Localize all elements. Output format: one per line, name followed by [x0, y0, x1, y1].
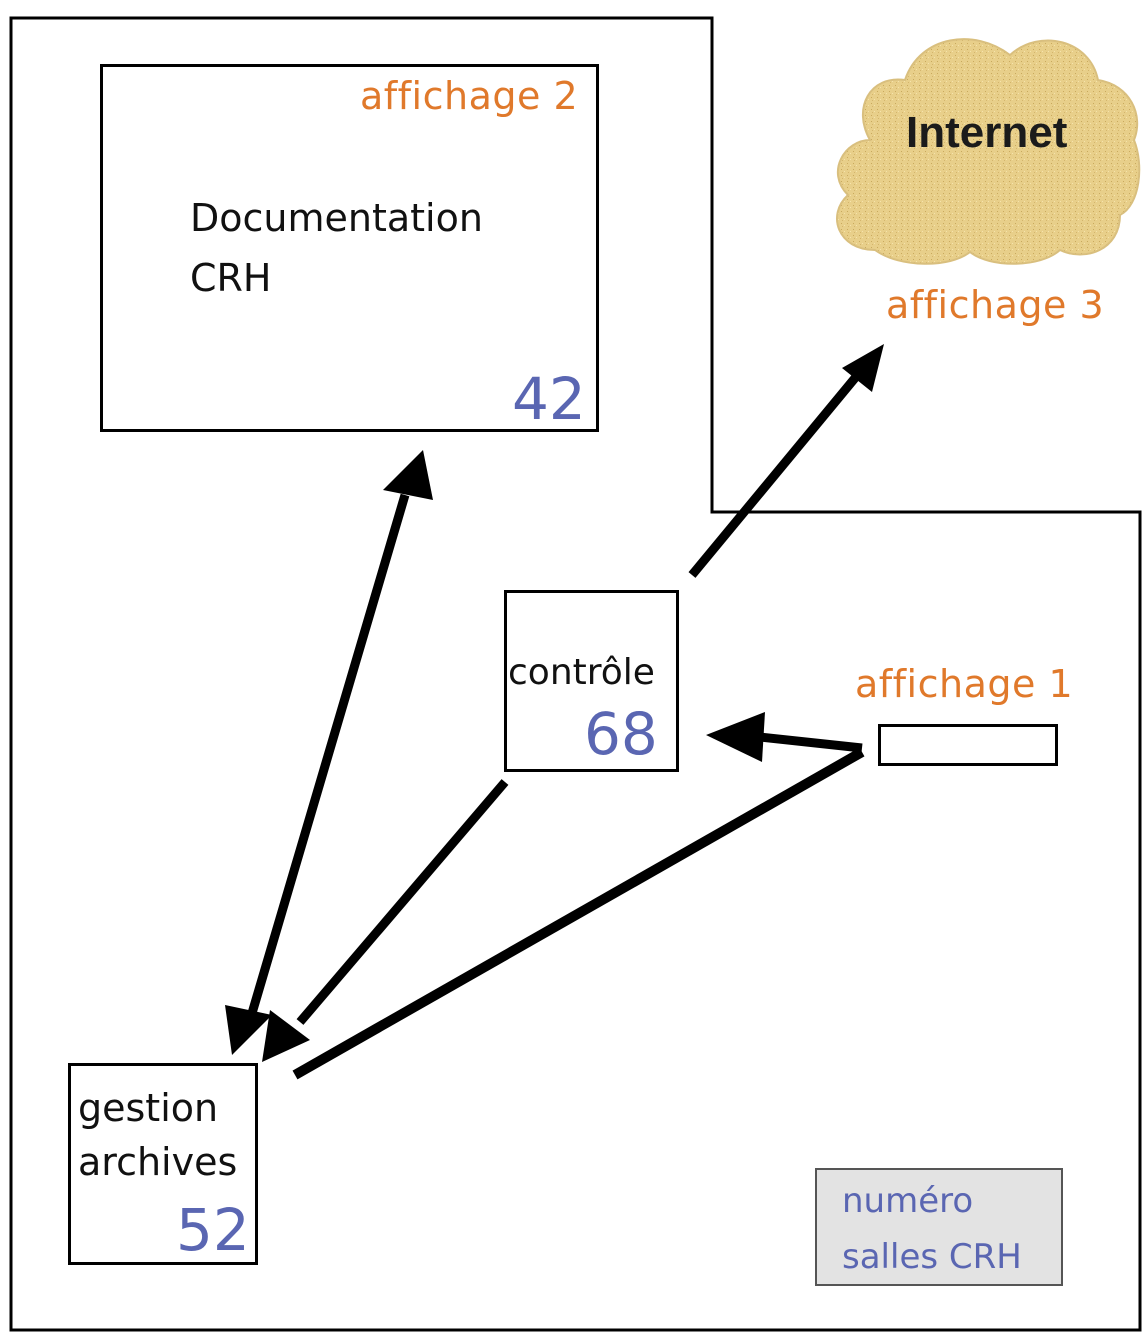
room-controle-name: contrôle	[508, 652, 655, 693]
room-gestion-name-line1: gestion	[78, 1086, 219, 1130]
arrow-documentation-gestion	[245, 493, 410, 1022]
label-affichage-3: affichage 3	[886, 283, 1105, 327]
arrow-controle-internet	[688, 375, 859, 578]
room-gestion-name-line2: archives	[78, 1140, 238, 1184]
arrow-head-documentation	[383, 450, 433, 500]
arrow-head-controle	[706, 712, 765, 762]
legend-line2: salles CRH	[842, 1237, 1022, 1277]
label-affichage-1: affichage 1	[855, 662, 1074, 706]
internet-label: Internet	[906, 108, 1068, 157]
room-documentation-name-line1: Documentation	[190, 196, 483, 240]
arrow-affichage1-controle	[759, 732, 863, 753]
building-outline	[9, 16, 1142, 1332]
room-gestion-archives[interactable]	[68, 1063, 258, 1265]
room-number-42: 42	[512, 365, 586, 433]
internet-cloud	[836, 38, 1141, 265]
room-controle[interactable]	[504, 590, 679, 772]
room-documentation[interactable]	[100, 64, 599, 432]
arrow-head-internet	[842, 344, 884, 392]
arrow-controle-gestion	[296, 779, 509, 1025]
arrow-affichage1-gestion	[292, 747, 865, 1080]
label-affichage-2: affichage 2	[360, 74, 579, 118]
arrow-head-gestion-top	[225, 1005, 272, 1055]
arrow-head-gestion-controle	[262, 1010, 310, 1062]
legend-line1: numéro	[842, 1181, 974, 1221]
room-number-52: 52	[176, 1196, 250, 1264]
display-affichage-1[interactable]	[878, 724, 1058, 766]
legend-box	[815, 1168, 1063, 1286]
room-number-68: 68	[584, 700, 658, 768]
room-documentation-name-line2: CRH	[190, 256, 272, 300]
